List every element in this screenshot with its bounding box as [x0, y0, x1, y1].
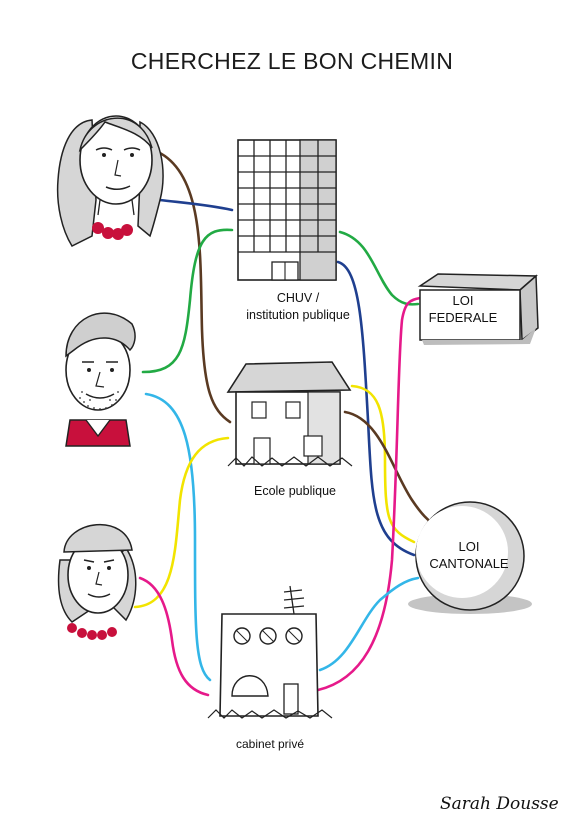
man-portrait	[65, 312, 136, 447]
chuv-label-line1: CHUV /	[276, 291, 320, 305]
necklace-bead	[67, 623, 77, 633]
path-green-chuv-federale	[338, 230, 420, 306]
path-magenta-cabinet-federale	[316, 296, 422, 692]
necklace-bead	[92, 222, 104, 234]
necklace-bead	[77, 628, 87, 638]
page-title: CHERCHEZ LE BON CHEMIN	[130, 48, 454, 74]
ecole-label: Ecole publique	[253, 484, 336, 498]
necklace-bead	[87, 630, 97, 640]
artist-signature: Sarah Dousse	[440, 794, 559, 814]
loi-cantonale-ball	[408, 501, 532, 614]
ecole-building	[226, 361, 353, 467]
loi-cantonale-label: LOI CANTONALE	[414, 538, 524, 572]
loi-federale-box	[417, 273, 539, 345]
loi-federale-line1: LOI	[452, 293, 474, 308]
path-green-man-chuv	[141, 228, 234, 374]
path-brown-ecole-cantonale	[343, 410, 442, 530]
path-blue-woman1-chuv	[158, 198, 234, 212]
loi-cantonale-line2: CANTONALE	[429, 556, 509, 571]
necklace-bead	[121, 224, 133, 236]
necklace-bead	[107, 627, 117, 637]
necklace-bead	[112, 228, 124, 240]
loi-federale-label: LOI FEDERALE	[418, 292, 508, 326]
woman-portrait-1	[56, 115, 164, 247]
chuv-building	[237, 139, 337, 281]
chuv-label-line2: institution publique	[246, 308, 350, 322]
path-yellow-ecole-cantonale	[350, 384, 416, 544]
cabinet-building	[207, 585, 333, 719]
cabinet-label: cabinet privé	[235, 737, 305, 751]
chuv-label: CHUV / institution publique	[228, 290, 368, 324]
woman-portrait-2	[57, 524, 137, 640]
connection-paths	[133, 150, 442, 697]
path-magenta-woman2-cabinet	[138, 576, 210, 697]
path-cyan-man-cabinet	[144, 392, 212, 682]
loi-cantonale-line1: LOI	[458, 539, 480, 554]
path-brown-woman1-ecole	[156, 150, 232, 424]
necklace-bead	[102, 227, 114, 239]
path-blue-chuv-cantonale	[336, 260, 416, 557]
path-cyan-cabinet-cantonale	[318, 576, 420, 672]
necklace-bead	[97, 630, 107, 640]
loi-federale-line2: FEDERALE	[428, 310, 498, 325]
